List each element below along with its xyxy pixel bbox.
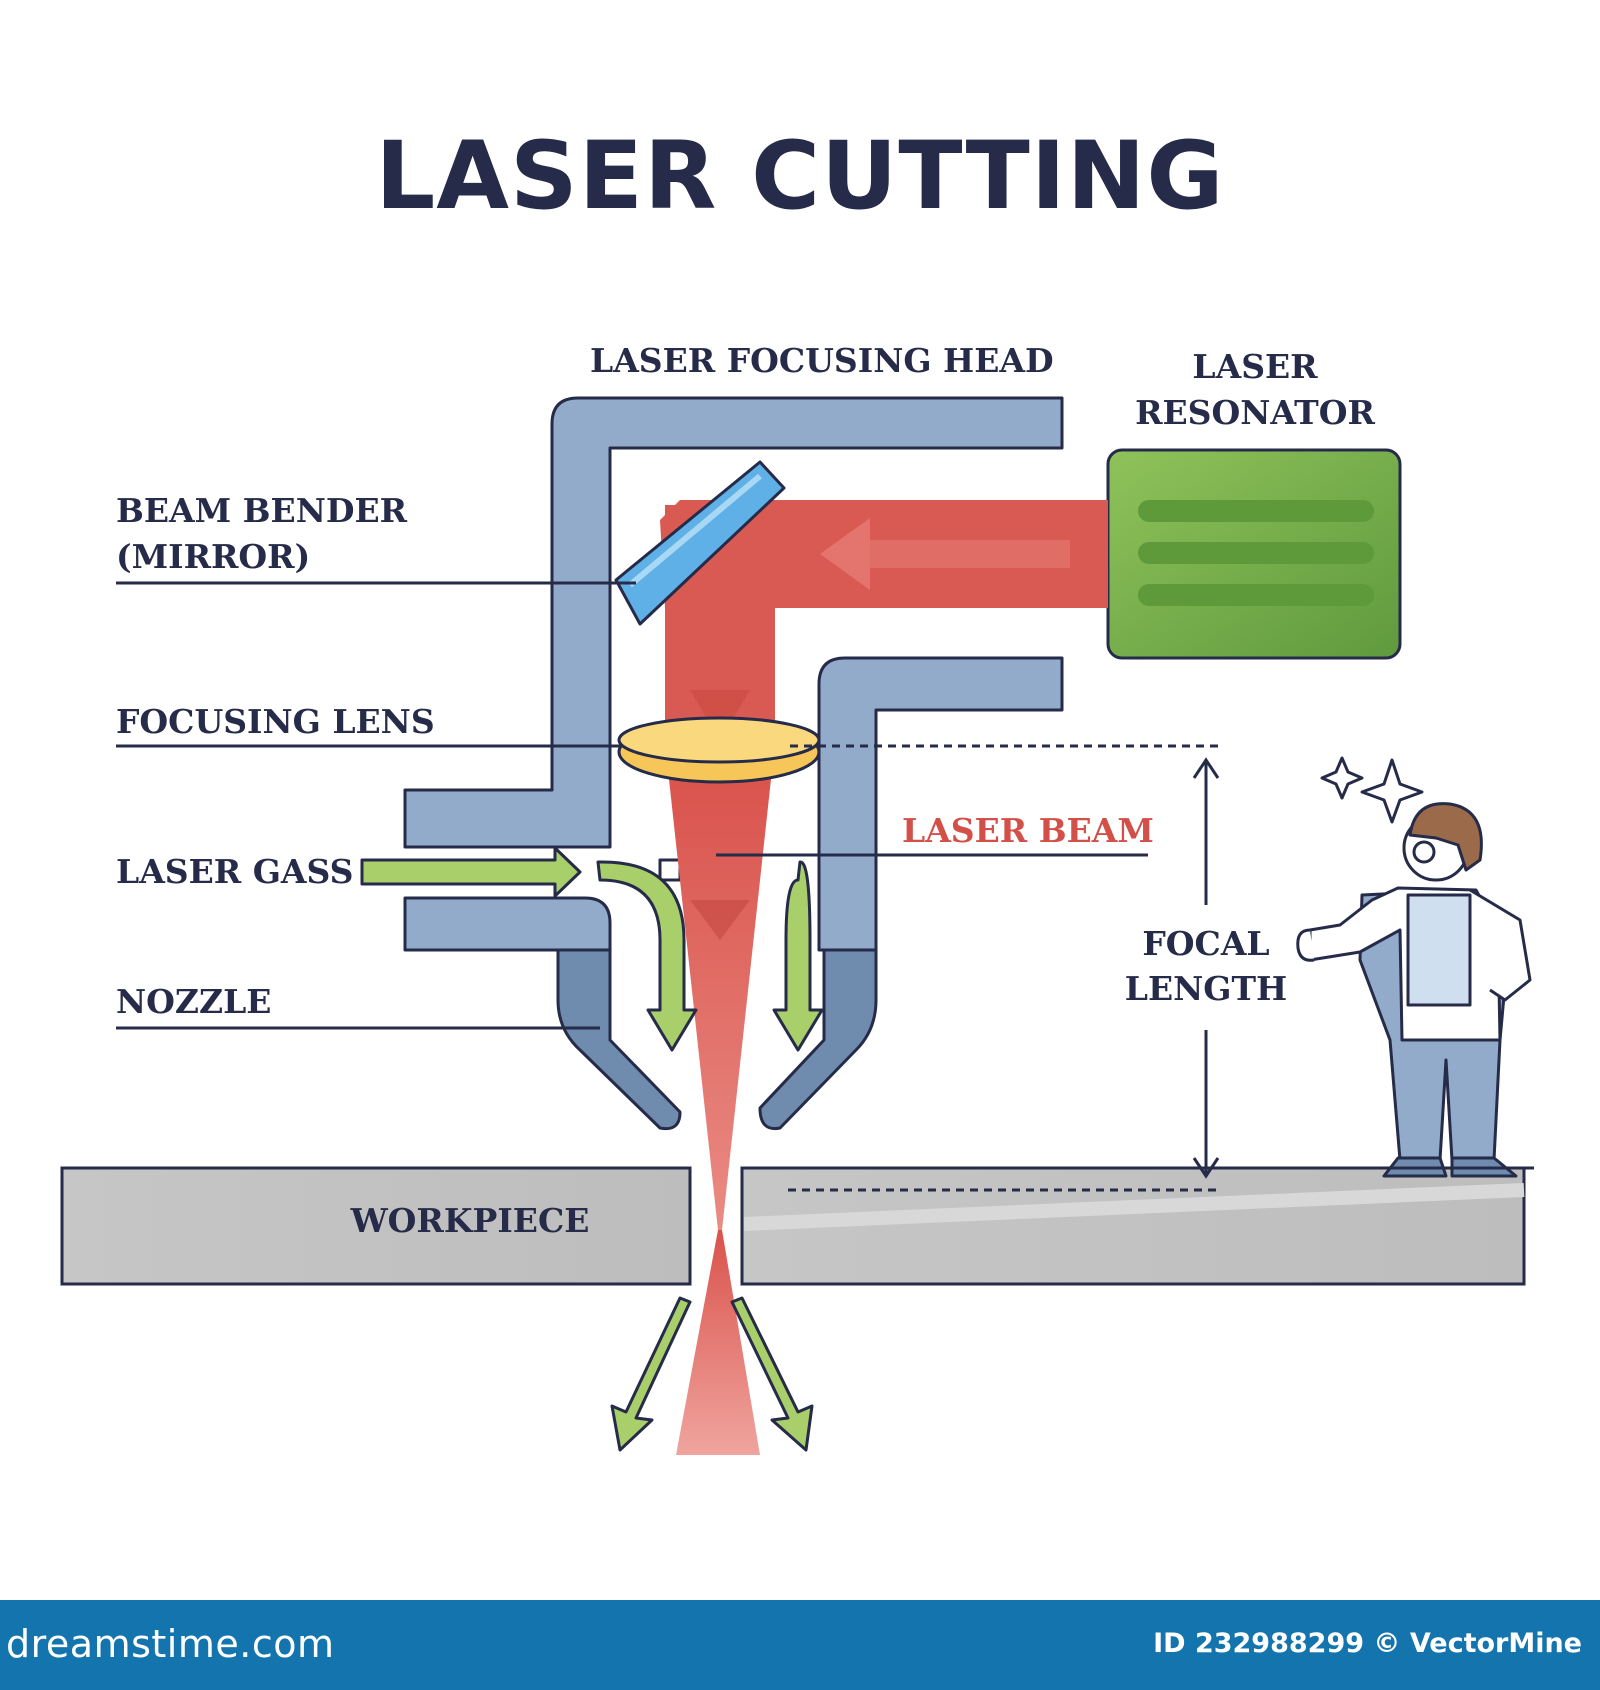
laser-resonator (1106, 448, 1402, 660)
label-laser-focusing-head: LASER FOCUSING HEAD (590, 341, 1054, 380)
scientist-figure (1296, 802, 1534, 1178)
nozzle (556, 948, 878, 1131)
label-beam-bender-1: BEAM BENDER (116, 491, 408, 530)
leader-lines (116, 581, 1148, 1030)
diagram-title: LASER CUTTING (375, 122, 1224, 231)
label-laser-resonator-1: LASER (1192, 347, 1318, 386)
footer-credit: ID 232988299 © VectorMine (1153, 1628, 1582, 1659)
label-laser-resonator-2: RESONATOR (1135, 393, 1375, 432)
label-beam-bender-2: (MIRROR) (116, 537, 310, 576)
laser-gas-arrows (360, 846, 824, 1052)
label-laser-gass: LASER GASS (116, 852, 353, 891)
beam-bender-mirror (614, 460, 786, 626)
label-nozzle: NOZZLE (116, 982, 271, 1021)
footer-bar: dreamstime.com ID 232988299 © VectorMine (0, 1600, 1600, 1690)
laser-cutting-diagram: LASER CUTTING (60, 122, 1534, 1455)
focal-length-dimension (788, 744, 1220, 1192)
focusing-lens (617, 716, 821, 784)
label-focusing-lens: FOCUSING LENS (116, 702, 435, 741)
sparkle-icon (1320, 756, 1424, 824)
label-focal-1: FOCAL (1142, 924, 1269, 963)
footer-brand: dreamstime.com (6, 1622, 335, 1666)
laser-beam (660, 500, 1108, 1455)
label-workpiece: WORKPIECE (350, 1201, 590, 1240)
workpiece (60, 1166, 1526, 1286)
laser-focusing-head (403, 396, 1064, 952)
label-focal-2: LENGTH (1125, 969, 1287, 1008)
label-laser-beam: LASER BEAM (902, 811, 1154, 850)
exhaust-gas-arrows (610, 1296, 814, 1452)
